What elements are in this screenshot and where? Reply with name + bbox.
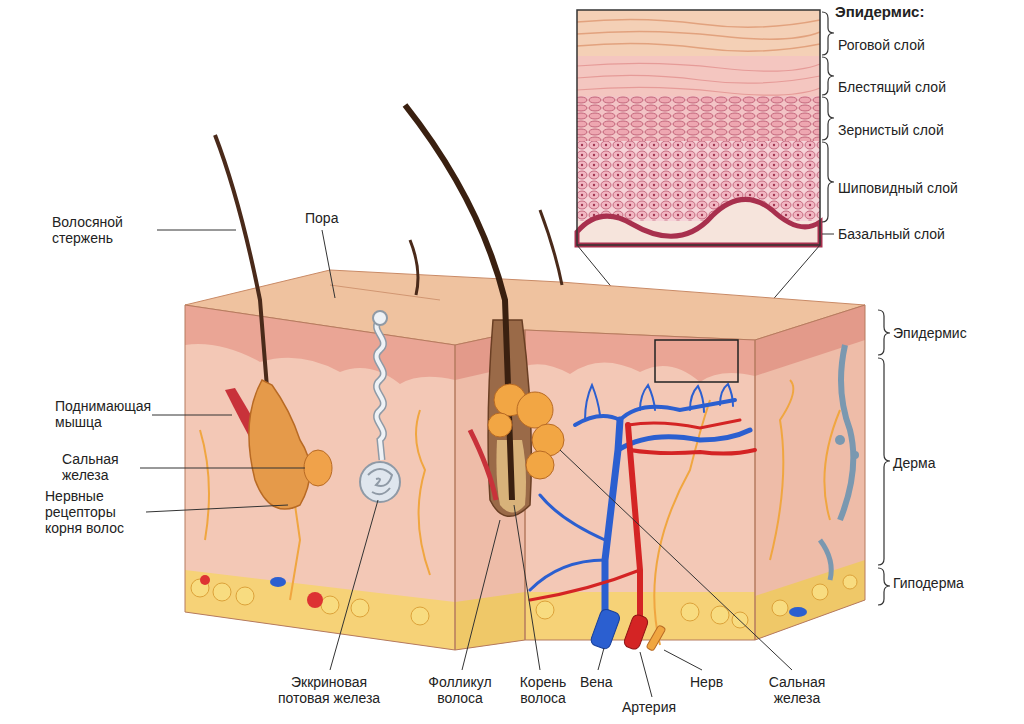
part-label: Пора xyxy=(305,210,338,226)
part-label: Эккриновая потовая железа xyxy=(270,674,388,706)
part-label: Волосяной стержень xyxy=(52,214,154,246)
sweat-gland xyxy=(360,311,400,502)
part-label: Гиподерма xyxy=(893,575,964,591)
inset-title: Эпидермис: xyxy=(835,3,924,20)
epidermis-inset xyxy=(577,10,820,245)
part-label: Роговой слой xyxy=(838,37,925,53)
part-label: Вена xyxy=(580,674,613,690)
part-label: Нерв xyxy=(690,674,723,690)
part-label: Шиповидный слой xyxy=(838,180,958,196)
part-label: Фолликул волоса xyxy=(418,674,502,706)
part-label: Артерия xyxy=(622,699,676,715)
part-label: Эпидермис xyxy=(893,325,967,341)
part-label: Сальная железа xyxy=(752,674,842,706)
part-label: Дерма xyxy=(893,455,935,471)
part-label: Блестящий слой xyxy=(838,79,946,95)
part-label: Корень волоса xyxy=(508,674,578,706)
part-label: Зернистый слой xyxy=(838,122,944,138)
part-label: Сальная железа xyxy=(62,451,140,483)
part-label: Базальный слой xyxy=(838,226,945,242)
part-label: Нервные рецепторы корня волос xyxy=(45,488,145,536)
part-label: Поднимающая мышца xyxy=(55,398,155,430)
